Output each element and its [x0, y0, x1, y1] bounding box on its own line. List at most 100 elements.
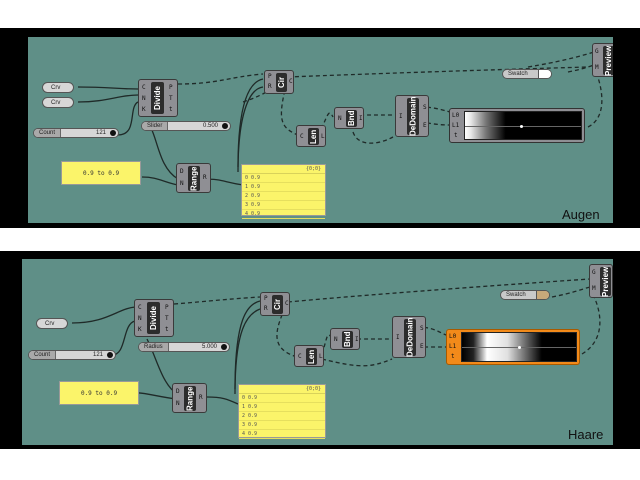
count-slider[interactable]: Count 121 — [28, 350, 116, 360]
bounds-component[interactable]: N Bnd I — [330, 328, 360, 350]
output-list-panel[interactable]: {0;0} 0 0.9 1 0.9 2 0.9 3 0.9 4 0.9 — [241, 164, 326, 219]
divide-output-p[interactable]: P — [165, 304, 169, 311]
divide-output-t2[interactable]: t — [169, 106, 173, 113]
gradient-grip-icon[interactable] — [518, 346, 521, 349]
gradient-ramp[interactable] — [464, 111, 582, 140]
gradient-input-t[interactable]: t — [454, 132, 458, 139]
bounds-title: Bnd — [346, 110, 357, 127]
gradient-ramp[interactable] — [461, 332, 577, 362]
circle-input-r[interactable]: R — [264, 305, 268, 312]
bounds-input-n[interactable]: N — [334, 336, 338, 343]
range-output-r[interactable]: R — [203, 174, 207, 181]
divide-output-t[interactable]: T — [169, 95, 173, 102]
gradient-input-l0[interactable]: L0 — [449, 333, 457, 340]
gradient-input-l1[interactable]: L1 — [452, 122, 460, 129]
domain-panel[interactable]: 0.9 to 0.9 — [59, 381, 139, 405]
divide-input-c[interactable]: C — [138, 304, 142, 311]
dedomain-output-e[interactable]: E — [423, 122, 427, 129]
curve-param-1[interactable]: Crv — [42, 82, 74, 93]
length-component[interactable]: C Len L — [294, 345, 324, 367]
circle-input-p[interactable]: P — [264, 295, 268, 302]
slider-knob-icon[interactable] — [222, 123, 228, 129]
preview-input-g[interactable]: G — [592, 269, 596, 276]
list-item: 2 0.9 — [242, 192, 325, 201]
bounds-output-i[interactable]: I — [359, 115, 363, 122]
divide-component[interactable]: C N K Divide P T t — [134, 299, 174, 337]
bounds-output-i[interactable]: I — [355, 336, 359, 343]
circle-input-r[interactable]: R — [268, 83, 272, 90]
circle-component[interactable]: P R Cir C — [260, 292, 290, 316]
preview-component[interactable]: G M Preview — [592, 43, 613, 77]
range-input-n[interactable]: N — [180, 180, 184, 187]
slider-knob-icon[interactable] — [107, 352, 113, 358]
gradient-input-t[interactable]: t — [451, 353, 455, 360]
canvas-haare[interactable]: Crv Count 121 Radius 5.000 C N K Divide … — [22, 259, 613, 445]
count-slider[interactable]: Count 121 — [33, 128, 119, 138]
swatch[interactable]: Swatch — [502, 69, 552, 79]
domain-panel[interactable]: 0.9 to 0.9 — [61, 161, 141, 185]
bounds-input-n[interactable]: N — [338, 115, 342, 122]
value-slider[interactable]: Slider 0.500 — [141, 121, 231, 131]
circle-output-c[interactable]: C — [289, 78, 293, 85]
preview-input-g[interactable]: G — [595, 48, 599, 55]
dedomain-output-e[interactable]: E — [420, 343, 424, 350]
divide-input-k[interactable]: K — [138, 326, 142, 333]
dedomain-output-s[interactable]: S — [423, 104, 427, 111]
range-input-d[interactable]: D — [176, 388, 180, 395]
range-component[interactable]: D N Range R — [172, 383, 207, 413]
circle-component[interactable]: P R Cir C — [264, 70, 294, 94]
canvas-augen[interactable]: Crv Crv Count 121 Slider 0.500 C N K Div… — [28, 37, 613, 223]
slider-knob-icon[interactable] — [221, 344, 227, 350]
list-item: 3 0.9 — [239, 421, 325, 430]
dedomain-input-i[interactable]: I — [396, 334, 400, 341]
divide-input-n[interactable]: N — [142, 95, 146, 102]
curve-param-2[interactable]: Crv — [42, 97, 74, 108]
dedomain-component[interactable]: I DeDomain S E — [395, 95, 429, 137]
list-item: 0 0.9 — [242, 174, 325, 183]
preview-input-m[interactable]: M — [592, 285, 596, 292]
length-title: Len — [308, 128, 319, 145]
circle-input-p[interactable]: P — [268, 73, 272, 80]
divide-input-n[interactable]: N — [138, 315, 142, 322]
gradient-input-l0[interactable]: L0 — [452, 112, 460, 119]
preview-component[interactable]: G M Preview — [589, 264, 613, 298]
range-input-n[interactable]: N — [176, 400, 180, 407]
output-list-panel[interactable]: {0;0} 0 0.9 1 0.9 2 0.9 3 0.9 4 0.9 — [238, 384, 326, 439]
range-component[interactable]: D N Range R — [176, 163, 211, 193]
preview-input-m[interactable]: M — [595, 64, 599, 71]
swatch[interactable]: Swatch — [500, 290, 550, 300]
divide-input-k[interactable]: K — [142, 106, 146, 113]
gradient-component[interactable]: L0 L1 t — [449, 108, 585, 143]
gradient-input-l1[interactable]: L1 — [449, 343, 457, 350]
divide-component[interactable]: C N K Divide P T t — [138, 79, 178, 117]
count-slider-label: Count — [34, 129, 62, 137]
range-input-d[interactable]: D — [180, 168, 184, 175]
circle-output-c[interactable]: C — [285, 300, 289, 307]
dedomain-output-s[interactable]: S — [420, 325, 424, 332]
length-output-l[interactable]: L — [321, 133, 325, 140]
value-slider[interactable]: Radius 5.000 — [138, 342, 230, 352]
slider-knob-icon[interactable] — [110, 130, 116, 136]
length-input-c[interactable]: C — [300, 133, 304, 140]
divide-input-c[interactable]: C — [142, 84, 146, 91]
dedomain-input-i[interactable]: I — [399, 113, 403, 120]
count-slider-label: Count — [29, 351, 57, 359]
gradient-grip-icon[interactable] — [519, 124, 523, 128]
divide-output-t2[interactable]: t — [165, 326, 169, 333]
divide-output-p[interactable]: P — [169, 84, 173, 91]
bounds-component[interactable]: N Bnd I — [334, 107, 364, 129]
divide-title: Divide — [151, 82, 164, 114]
curve-param-1[interactable]: Crv — [36, 318, 68, 329]
length-title: Len — [306, 348, 317, 365]
range-output-r[interactable]: R — [199, 394, 203, 401]
swatch-color[interactable] — [536, 291, 549, 299]
length-input-c[interactable]: C — [298, 353, 302, 360]
length-output-l[interactable]: L — [319, 353, 323, 360]
bounds-title: Bnd — [342, 331, 353, 348]
length-component[interactable]: C Len L — [296, 125, 326, 147]
gradient-component[interactable]: L0 L1 t — [446, 329, 580, 365]
divide-output-t[interactable]: T — [165, 315, 169, 322]
dedomain-component[interactable]: I DeDomain S E — [392, 316, 426, 358]
swatch-color[interactable] — [538, 70, 551, 78]
list-item: 3 0.9 — [242, 201, 325, 210]
